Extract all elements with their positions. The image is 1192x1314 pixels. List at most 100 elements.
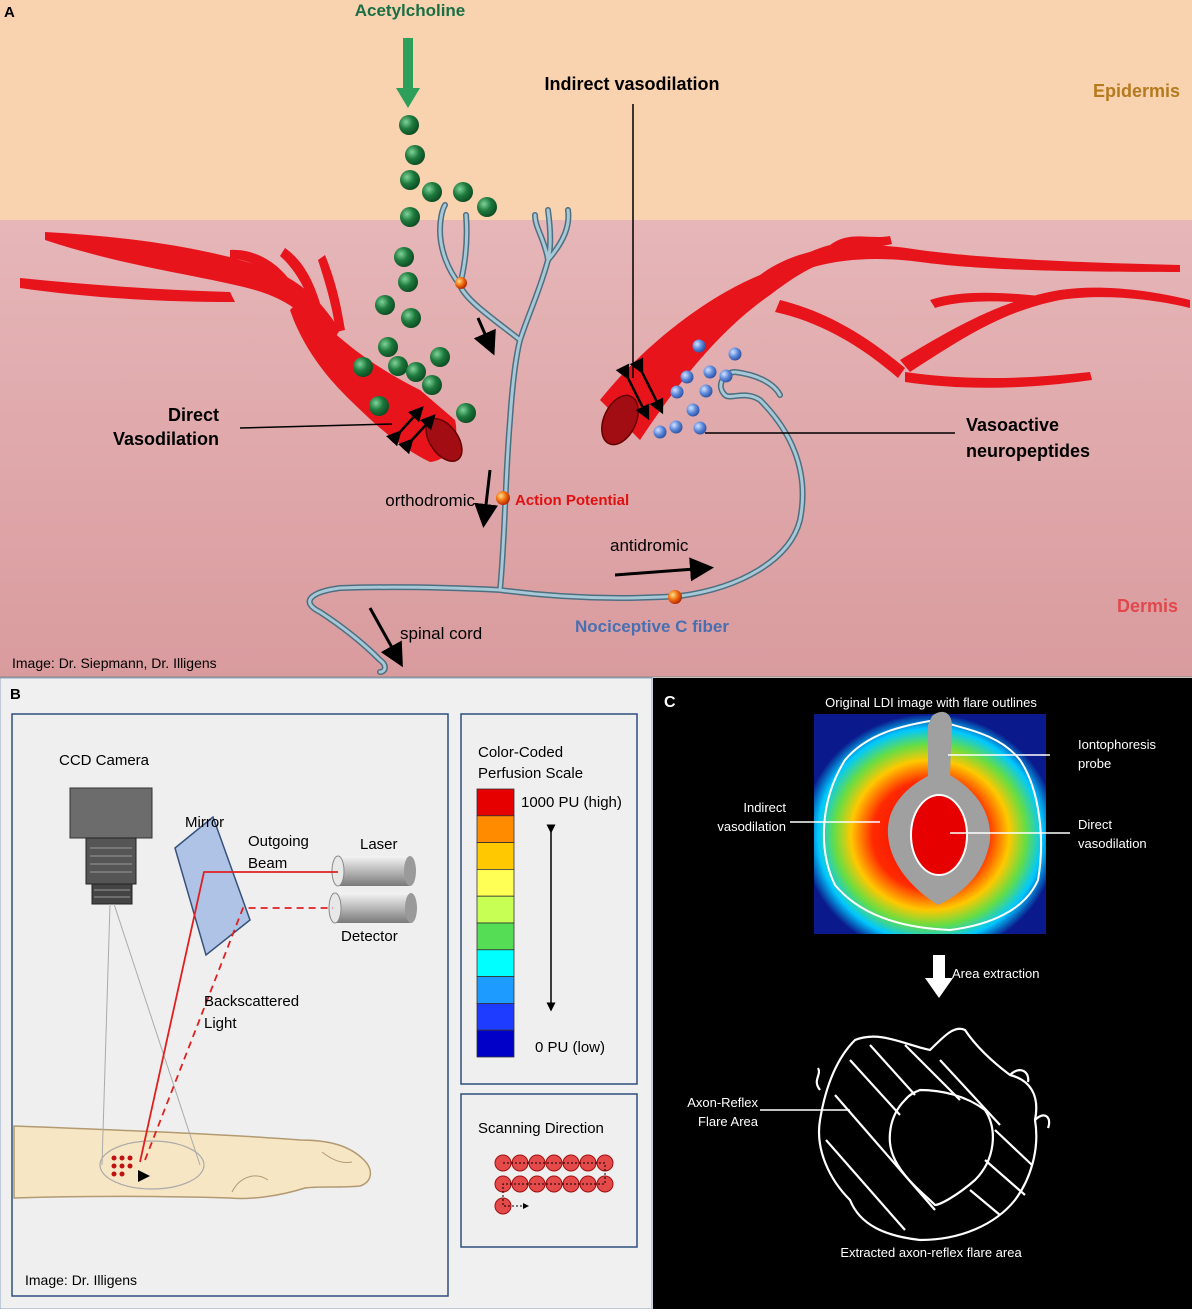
panel-b-credit: Image: Dr. Illigens bbox=[25, 1272, 137, 1288]
panel-a-letter: A bbox=[4, 4, 15, 21]
acetylcholine-molecule bbox=[400, 170, 420, 190]
acetylcholine-molecule bbox=[369, 396, 389, 416]
panel-b-letter: B bbox=[10, 686, 21, 703]
indirect-vasodilation-c-label-line2: vasodilation bbox=[717, 819, 786, 834]
acetylcholine-molecule bbox=[388, 356, 408, 376]
panel-b: B CCD Camera Mirror Outgoing Beam Laser … bbox=[0, 677, 653, 1310]
direct-vasodilation-c-label-line2: vasodilation bbox=[1078, 836, 1147, 851]
backscattered-light-label-line1: Backscattered bbox=[204, 993, 299, 1010]
backscattered-beam bbox=[144, 907, 333, 1161]
scale-color-band bbox=[476, 922, 515, 951]
area-extraction-arrow bbox=[925, 955, 953, 998]
neuropeptide-molecule bbox=[669, 420, 683, 434]
acetylcholine-label: Acetylcholine bbox=[355, 1, 466, 20]
neuropeptide-molecule bbox=[719, 369, 733, 383]
ldi-image bbox=[814, 711, 1046, 934]
axon-reflex-label-line2: Flare Area bbox=[698, 1114, 759, 1129]
acetylcholine-molecule bbox=[399, 115, 419, 135]
scan-point bbox=[596, 1175, 614, 1193]
iontophoresis-probe-label-line2: probe bbox=[1078, 756, 1111, 771]
spinal-cord-label: spinal cord bbox=[400, 624, 482, 643]
vasoactive-neuropeptides-label-line2: neuropeptides bbox=[966, 441, 1090, 461]
acetylcholine-molecule bbox=[401, 308, 421, 328]
scan-spots bbox=[111, 1155, 133, 1177]
epidermis-layer bbox=[0, 0, 1192, 220]
orthodromic-arrow bbox=[474, 469, 498, 528]
acetylcholine-molecule bbox=[430, 347, 450, 367]
antidromic-label: antidromic bbox=[610, 536, 689, 555]
scale-color-band bbox=[476, 895, 515, 924]
acetylcholine-molecule bbox=[453, 182, 473, 202]
scale-high-label: 1000 PU (high) bbox=[521, 794, 622, 811]
action-potential-label: Action Potential bbox=[515, 492, 629, 509]
scan-point bbox=[528, 1175, 546, 1193]
ccd-camera-label: CCD Camera bbox=[59, 752, 150, 769]
acetylcholine-molecule bbox=[353, 357, 373, 377]
neuropeptide-molecule bbox=[693, 421, 707, 435]
acetylcholine-molecule bbox=[375, 295, 395, 315]
panel-c: C Original LDI image with flare outlines… bbox=[653, 678, 1192, 1309]
vasoactive-neuropeptides-label-line1: Vasoactive bbox=[966, 415, 1059, 435]
acetylcholine-arrow bbox=[396, 38, 420, 108]
mirror-icon bbox=[174, 815, 251, 957]
direct-vasodilation-c-label-line1: Direct bbox=[1078, 817, 1112, 832]
panel-a-credit: Image: Dr. Siepmann, Dr. Illigens bbox=[12, 655, 217, 671]
acetylcholine-molecule bbox=[456, 403, 476, 423]
outgoing-beam-label-line1: Outgoing bbox=[248, 833, 309, 850]
acetylcholine-molecule bbox=[378, 337, 398, 357]
left-vessel bbox=[20, 232, 463, 462]
scanning-direction-label: Scanning Direction bbox=[478, 1120, 604, 1137]
dermis-label: Dermis bbox=[1117, 596, 1178, 616]
acetylcholine-molecule bbox=[477, 197, 497, 217]
c-fiber-label: Nociceptive C fiber bbox=[575, 617, 729, 636]
nerve-direction-arrow bbox=[473, 317, 496, 356]
area-extraction-label: Area extraction bbox=[952, 966, 1039, 981]
vasoactive-neuropeptide-molecules bbox=[653, 339, 742, 439]
scanning-direction-box bbox=[460, 1093, 638, 1248]
scale-color-band bbox=[476, 869, 515, 897]
backscattered-light-label-line2: Light bbox=[204, 1015, 237, 1032]
acetylcholine-molecule bbox=[422, 182, 442, 202]
neuropeptide-molecule bbox=[692, 339, 706, 353]
acetylcholine-molecule bbox=[405, 145, 425, 165]
extracted-area-footer: Extracted axon-reflex flare area bbox=[840, 1245, 1022, 1260]
spinal-cord-arrow bbox=[368, 607, 403, 668]
acetylcholine-molecule bbox=[398, 272, 418, 292]
mirror-label: Mirror bbox=[185, 814, 224, 831]
scale-color-band bbox=[476, 976, 515, 1004]
scan-point bbox=[494, 1197, 512, 1215]
scanning-direction-pattern bbox=[494, 1154, 614, 1215]
axon-reflex-label-line1: Axon-Reflex bbox=[687, 1095, 758, 1110]
direct-vasodilation-label-line2: Vasodilation bbox=[113, 429, 219, 449]
scale-color-band bbox=[476, 815, 515, 843]
action-potential-marker bbox=[668, 590, 682, 604]
antidromic-arrow bbox=[614, 557, 714, 582]
detector-icon bbox=[328, 892, 417, 924]
neuropeptide-molecule bbox=[686, 403, 700, 417]
perfusion-scale-title-line2: Perfusion Scale bbox=[478, 765, 583, 782]
scale-color-band bbox=[476, 1003, 515, 1031]
laser-label: Laser bbox=[360, 836, 398, 853]
acetylcholine-molecule bbox=[406, 362, 426, 382]
scale-color-band bbox=[476, 949, 515, 977]
scale-low-label: 0 PU (low) bbox=[535, 1039, 605, 1056]
iontophoresis-probe-label-line1: Iontophoresis bbox=[1078, 737, 1157, 752]
direct-vasodilation-label-line1: Direct bbox=[168, 405, 219, 425]
ccd-camera-icon bbox=[69, 787, 153, 905]
ldi-title: Original LDI image with flare outlines bbox=[825, 695, 1037, 710]
neuropeptide-molecule bbox=[670, 385, 684, 399]
perfusion-color-scale bbox=[476, 788, 515, 1058]
indirect-vasodilation-c-label-line1: Indirect bbox=[743, 800, 786, 815]
neuropeptide-molecule bbox=[680, 370, 694, 384]
detector-label: Detector bbox=[341, 928, 398, 945]
indirect-vasodilation-label: Indirect vasodilation bbox=[544, 74, 719, 94]
panel-a: A Acetylcholine Epidermis Dermis Indirec… bbox=[0, 0, 1192, 678]
right-vessel bbox=[600, 236, 1190, 446]
scale-color-band bbox=[476, 1029, 515, 1058]
scale-color-band bbox=[476, 842, 515, 870]
outgoing-beam bbox=[139, 871, 338, 1163]
laser-icon bbox=[331, 855, 416, 887]
acetylcholine-molecule bbox=[394, 247, 414, 267]
scan-point bbox=[545, 1154, 563, 1172]
